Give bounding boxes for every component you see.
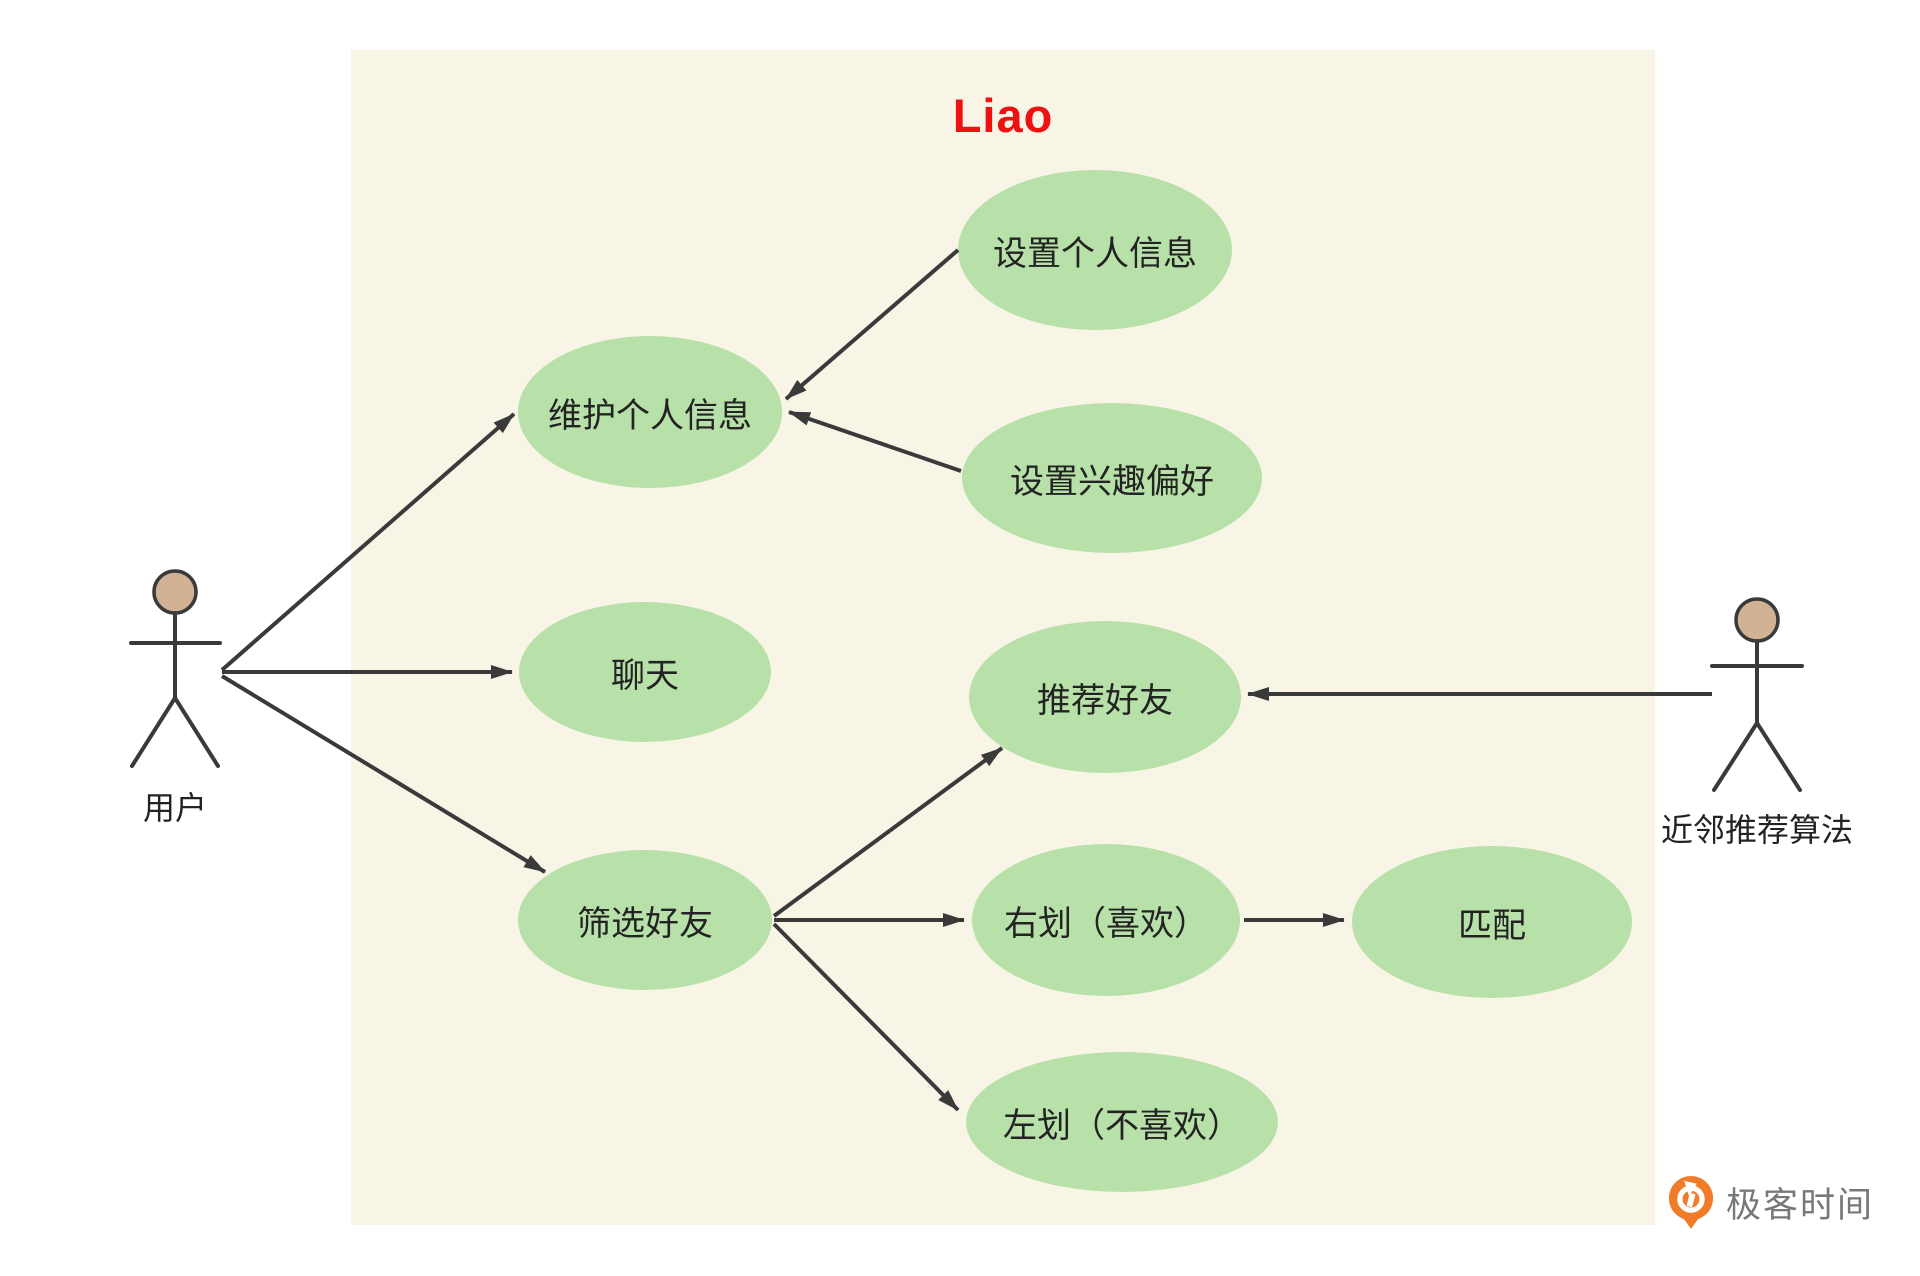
usecase-recommend-friends-label: 推荐好友 [1037, 681, 1173, 720]
usecase-chat: 聊天 [519, 602, 771, 742]
actor-algorithm-figure [1710, 597, 1804, 792]
usecase-filter-friends-label: 筛选好友 [577, 904, 713, 943]
usecase-set-interests-label: 设置兴趣偏好 [1010, 462, 1214, 501]
geektime-logo: 极客时间 [1666, 1174, 1874, 1230]
usecase-chat-label: 聊天 [611, 656, 679, 695]
actor-user-figure [129, 569, 222, 768]
diagram-title: Liao [952, 89, 1054, 142]
usecase-swipe-right-label: 右划（喜欢） [1004, 904, 1208, 943]
usecase-swipe-right: 右划（喜欢） [972, 844, 1240, 996]
usecase-swipe-left-label: 左划（不喜欢） [1003, 1106, 1241, 1145]
usecase-maintain-profile: 维护个人信息 [518, 336, 782, 488]
usecase-swipe-left: 左划（不喜欢） [966, 1052, 1278, 1192]
usecase-set-profile: 设置个人信息 [958, 170, 1232, 330]
actor-algorithm-head [1734, 597, 1780, 643]
geektime-logo-icon [1668, 1176, 1714, 1229]
usecase-filter-friends: 筛选好友 [518, 850, 772, 990]
usecase-maintain-profile-label: 维护个人信息 [548, 396, 752, 435]
usecase-match: 匹配 [1352, 846, 1632, 998]
actor-user-head [152, 569, 198, 615]
actor-algorithm-label: 近邻推荐算法 [1660, 812, 1853, 848]
usecase-recommend-friends: 推荐好友 [969, 621, 1241, 773]
usecase-set-profile-label: 设置个人信息 [993, 234, 1197, 273]
actor-user-label: 用户 [142, 790, 207, 826]
usecase-set-interests: 设置兴趣偏好 [962, 403, 1262, 553]
usecase-match-label: 匹配 [1458, 906, 1526, 945]
geektime-logo-text: 极客时间 [1726, 1185, 1875, 1225]
